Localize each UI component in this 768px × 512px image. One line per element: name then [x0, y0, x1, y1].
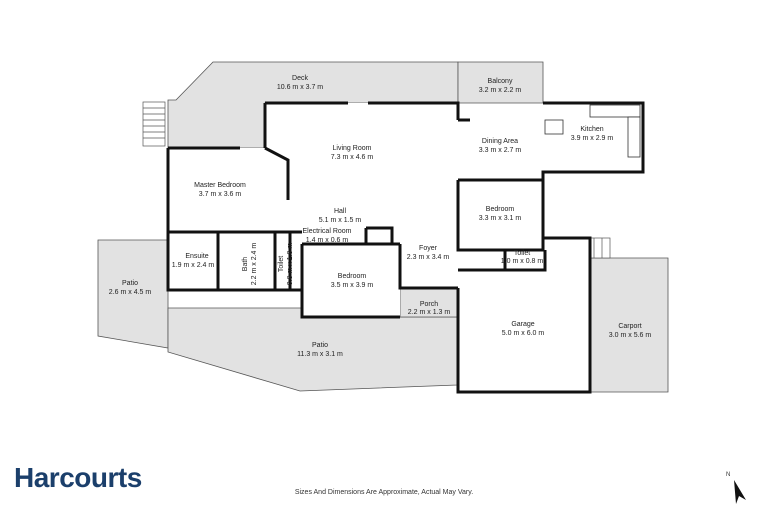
- dim-porch: 2.2 m x 1.3 m: [408, 309, 451, 316]
- label-porch: Porch: [420, 301, 438, 308]
- north-arrow-icon: [734, 480, 746, 504]
- dim-toilet-1: 0.8 m x 1.8 m: [287, 243, 294, 286]
- label-kitchen: Kitchen: [580, 126, 603, 133]
- label-garage: Garage: [511, 321, 534, 328]
- label-hall: Hall: [334, 208, 347, 215]
- walls: [166, 101, 645, 394]
- dim-foyer: 2.3 m x 3.4 m: [407, 254, 450, 261]
- label-foyer: Foyer: [419, 245, 438, 252]
- dim-garage: 5.0 m x 6.0 m: [502, 330, 545, 337]
- dim-ensuite: 1.9 m x 2.4 m: [172, 262, 215, 269]
- label-living: Living Room: [333, 145, 372, 152]
- dim-bedroom-1: 3.5 m x 3.9 m: [331, 282, 374, 289]
- label-ensuite: Ensuite: [185, 253, 208, 260]
- stairs-left: [142, 101, 166, 147]
- disclaimer-note: Sizes And Dimensions Are Approximate, Ac…: [294, 489, 474, 496]
- kitchen-counters: [544, 104, 641, 158]
- dim-bedroom-2: 3.3 m x 3.1 m: [479, 215, 522, 222]
- label-bedroom-1: Bedroom: [338, 273, 367, 280]
- label-balcony: Balcony: [488, 78, 513, 85]
- label-toilet-1: Toilet: [278, 256, 285, 272]
- label-bath: Bath: [242, 257, 249, 272]
- dim-bath: 2.2 m x 2.4 m: [251, 243, 258, 286]
- dim-patio: 11.3 m x 3.1 m: [297, 351, 343, 358]
- dim-hall: 5.1 m x 1.5 m: [319, 217, 362, 224]
- label-electrical-room: Electrical Room: [302, 228, 351, 235]
- dim-dining: 3.3 m x 2.7 m: [479, 147, 522, 154]
- label-carport: Carport: [618, 323, 641, 330]
- room-labels: Deck 10.6 m x 3.7 m Balcony 3.2 m x 2.2 …: [109, 75, 652, 358]
- label-bedroom-2: Bedroom: [486, 206, 515, 213]
- dim-kitchen: 3.9 m x 2.9 m: [571, 135, 614, 142]
- dim-deck: 10.6 m x 3.7 m: [277, 84, 323, 91]
- dim-master-bedroom: 3.7 m x 3.6 m: [199, 191, 242, 198]
- dim-carport: 3.0 m x 5.6 m: [609, 332, 652, 339]
- label-master-bedroom: Master Bedroom: [194, 182, 246, 189]
- dim-toilet-2: 1.0 m x 0.8 m: [501, 258, 544, 265]
- label-patio: Patio: [312, 342, 328, 349]
- dim-patio-left: 2.6 m x 4.5 m: [109, 289, 152, 296]
- label-dining: Dining Area: [482, 138, 518, 145]
- label-toilet-2: Toilet: [514, 250, 530, 257]
- dim-balcony: 3.2 m x 2.2 m: [479, 87, 522, 94]
- brand-logo: Harcourts: [14, 462, 142, 493]
- dim-living: 7.3 m x 4.6 m: [331, 154, 374, 161]
- label-deck: Deck: [292, 75, 308, 82]
- dim-electrical-room: 1.4 m x 0.6 m: [306, 237, 349, 244]
- patio-area: [167, 307, 458, 392]
- label-patio-left: Patio: [122, 280, 138, 287]
- north-label: N: [726, 472, 731, 478]
